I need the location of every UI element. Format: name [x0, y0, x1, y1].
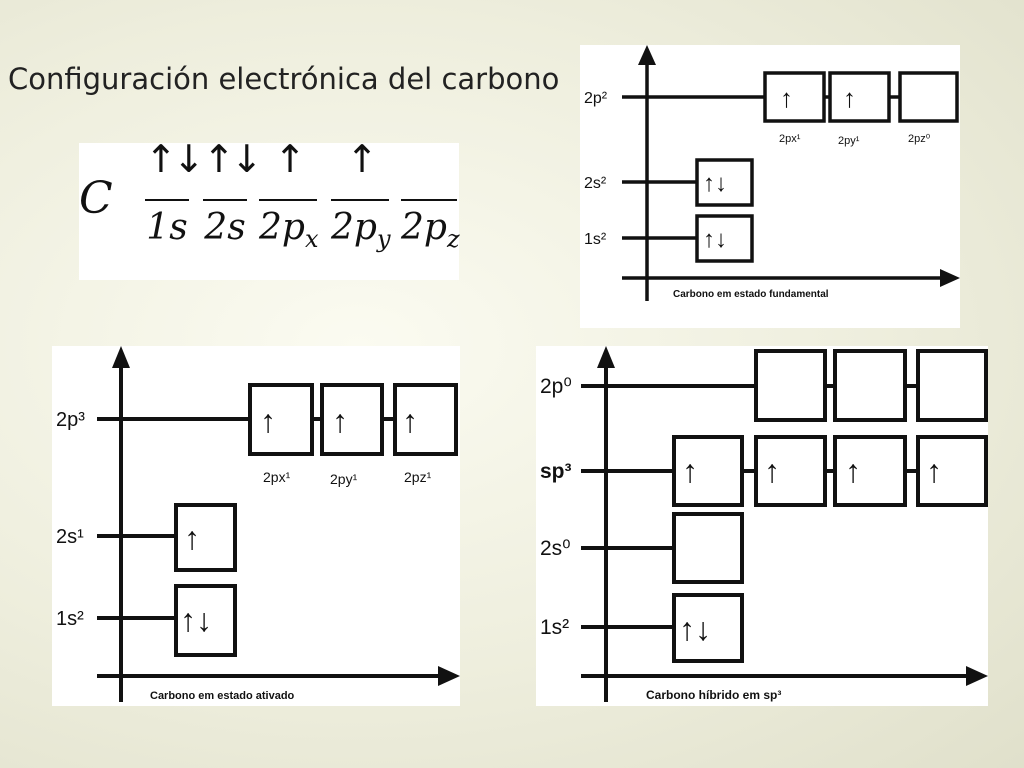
- level-label-s2: 2s²: [584, 175, 607, 192]
- sublevel-label: 2px¹: [779, 133, 801, 145]
- orbital-line: [259, 199, 317, 201]
- electron-arrow: ↑: [780, 83, 793, 113]
- orbital-box-2s: [672, 512, 744, 584]
- diagram-hibrido: 2p⁰ sp³ 2s⁰ 1s² ↑ ↑ ↑ ↑ ↑↓ Carbono híbri…: [536, 346, 988, 706]
- orbital-1s: ↑↓ 1s: [145, 137, 205, 280]
- level-label-s1: 1s²: [584, 231, 607, 248]
- y-axis-arrowhead: [112, 346, 130, 368]
- level-label-p: 2p³: [56, 409, 85, 431]
- electron-arrow: ↑: [402, 403, 418, 439]
- orbital-label: 2pz: [401, 207, 460, 254]
- electron-arrows-1s: ↑↓: [180, 602, 212, 638]
- sublevel-label: 2px¹: [263, 469, 291, 485]
- sublevel-label: 2py¹: [330, 471, 358, 487]
- orbital-arrows: ↑: [346, 137, 378, 181]
- electron-arrows-2s: ↑↓: [703, 170, 727, 197]
- y-axis-arrowhead: [597, 346, 615, 368]
- orbital-2pz: 2pz: [401, 143, 460, 280]
- electron-arrow: ↑: [764, 453, 780, 489]
- diagram-caption: Carbono híbrido em sp³: [646, 688, 781, 702]
- level-label-p: 2p²: [584, 90, 608, 107]
- orbital-label: 2px: [259, 207, 319, 254]
- orbital-label: 2py: [331, 207, 391, 254]
- sublevel-label: 2pz¹: [404, 469, 432, 485]
- orbital-2s: ↑↓ 2s: [203, 137, 263, 280]
- element-symbol: C: [79, 173, 113, 224]
- electron-arrow: ↑: [260, 403, 276, 439]
- diagram-ativado: 2p³ 2s¹ 1s² ↑ ↑ ↑ ↑ ↑↓ 2px¹ 2py¹ 2pz¹ Ca…: [52, 346, 460, 706]
- diagram-caption: Carbono em estado ativado: [150, 690, 295, 702]
- orbital-line: [331, 199, 389, 201]
- electron-arrows-2s: ↑: [184, 520, 200, 556]
- sublevel-label: 2pz⁰: [908, 133, 931, 145]
- orbital-box-1s: [174, 584, 237, 657]
- orbital-box-1s: [695, 214, 754, 263]
- orbital-box-1s: [672, 593, 744, 663]
- orbital-box-sp3: [754, 435, 827, 507]
- orbital-box-sp3: [672, 435, 744, 507]
- diagram-ativado-svg: 2p³ 2s¹ 1s² ↑ ↑ ↑ ↑ ↑↓ 2px¹ 2py¹ 2pz¹ Ca…: [56, 346, 460, 702]
- level-label-sp: sp³: [540, 460, 572, 483]
- orbital-box-2pz: [898, 71, 959, 123]
- sublevel-label: 2py¹: [838, 135, 860, 147]
- y-axis-arrowhead: [638, 45, 656, 65]
- electron-arrow: ↑: [845, 453, 861, 489]
- diagram-caption: Carbono em estado fundamental: [673, 289, 829, 300]
- electron-arrow: ↑: [843, 83, 856, 113]
- orbital-box-2p: [916, 349, 988, 422]
- x-axis-arrowhead: [438, 666, 460, 686]
- orbital-line: [401, 199, 457, 201]
- orbital-box-2p: [833, 349, 907, 422]
- orbital-arrows: ↑↓: [145, 137, 205, 181]
- orbital-line: [203, 199, 247, 201]
- orbital-box-2p: [754, 349, 827, 422]
- diagram-hibrido-svg: 2p⁰ sp³ 2s⁰ 1s² ↑ ↑ ↑ ↑ ↑↓ Carbono híbri…: [540, 346, 988, 702]
- level-label-s2: 2s⁰: [540, 537, 571, 560]
- level-label-s1: 1s²: [540, 616, 569, 639]
- electron-arrow: ↑: [682, 453, 698, 489]
- orbital-box-2s: [695, 158, 754, 207]
- orbital-label: 2s: [204, 207, 246, 248]
- orbital-box-2px: [248, 383, 314, 456]
- level-label-s2: 2s¹: [56, 526, 84, 548]
- orbital-arrows: ↑: [274, 137, 306, 181]
- orbital-box-2py: [828, 71, 891, 123]
- level-label-p: 2p⁰: [540, 375, 572, 398]
- orbital-2px: ↑ 2px: [259, 137, 319, 280]
- x-axis-arrowhead: [940, 269, 960, 287]
- electron-arrow: ↑: [926, 453, 942, 489]
- electron-arrow: ↑: [332, 403, 348, 439]
- diagram-fundamental: 2p² 2s² 1s² ↑ ↑ ↑↓ ↑↓ 2px¹ 2py¹ 2pz⁰ Car…: [580, 45, 960, 328]
- orbital-2py: ↑ 2py: [331, 137, 391, 280]
- electron-arrows-1s: ↑↓: [679, 611, 711, 647]
- orbital-box-2px: [763, 71, 826, 123]
- orbital-box-sp3: [833, 435, 907, 507]
- orbital-box-2s: [174, 503, 237, 572]
- orbital-label: 1s: [146, 207, 188, 248]
- orbital-line: [145, 199, 189, 201]
- x-axis-arrowhead: [966, 666, 988, 686]
- orbital-box-2py: [320, 383, 384, 456]
- page-title: Configuración electrónica del carbono: [8, 62, 560, 96]
- orbital-box-sp3: [916, 435, 988, 507]
- orbital-arrows: ↑↓: [203, 137, 263, 181]
- orbital-box-2pz: [393, 383, 458, 456]
- level-label-s1: 1s²: [56, 608, 84, 630]
- electron-arrows-1s: ↑↓: [703, 226, 727, 253]
- diagram-fundamental-svg: 2p² 2s² 1s² ↑ ↑ ↑↓ ↑↓ 2px¹ 2py¹ 2pz⁰ Car…: [584, 45, 960, 301]
- configuration-panel: C ↑↓ 1s ↑↓ 2s ↑ 2px ↑ 2py 2pz: [79, 137, 460, 280]
